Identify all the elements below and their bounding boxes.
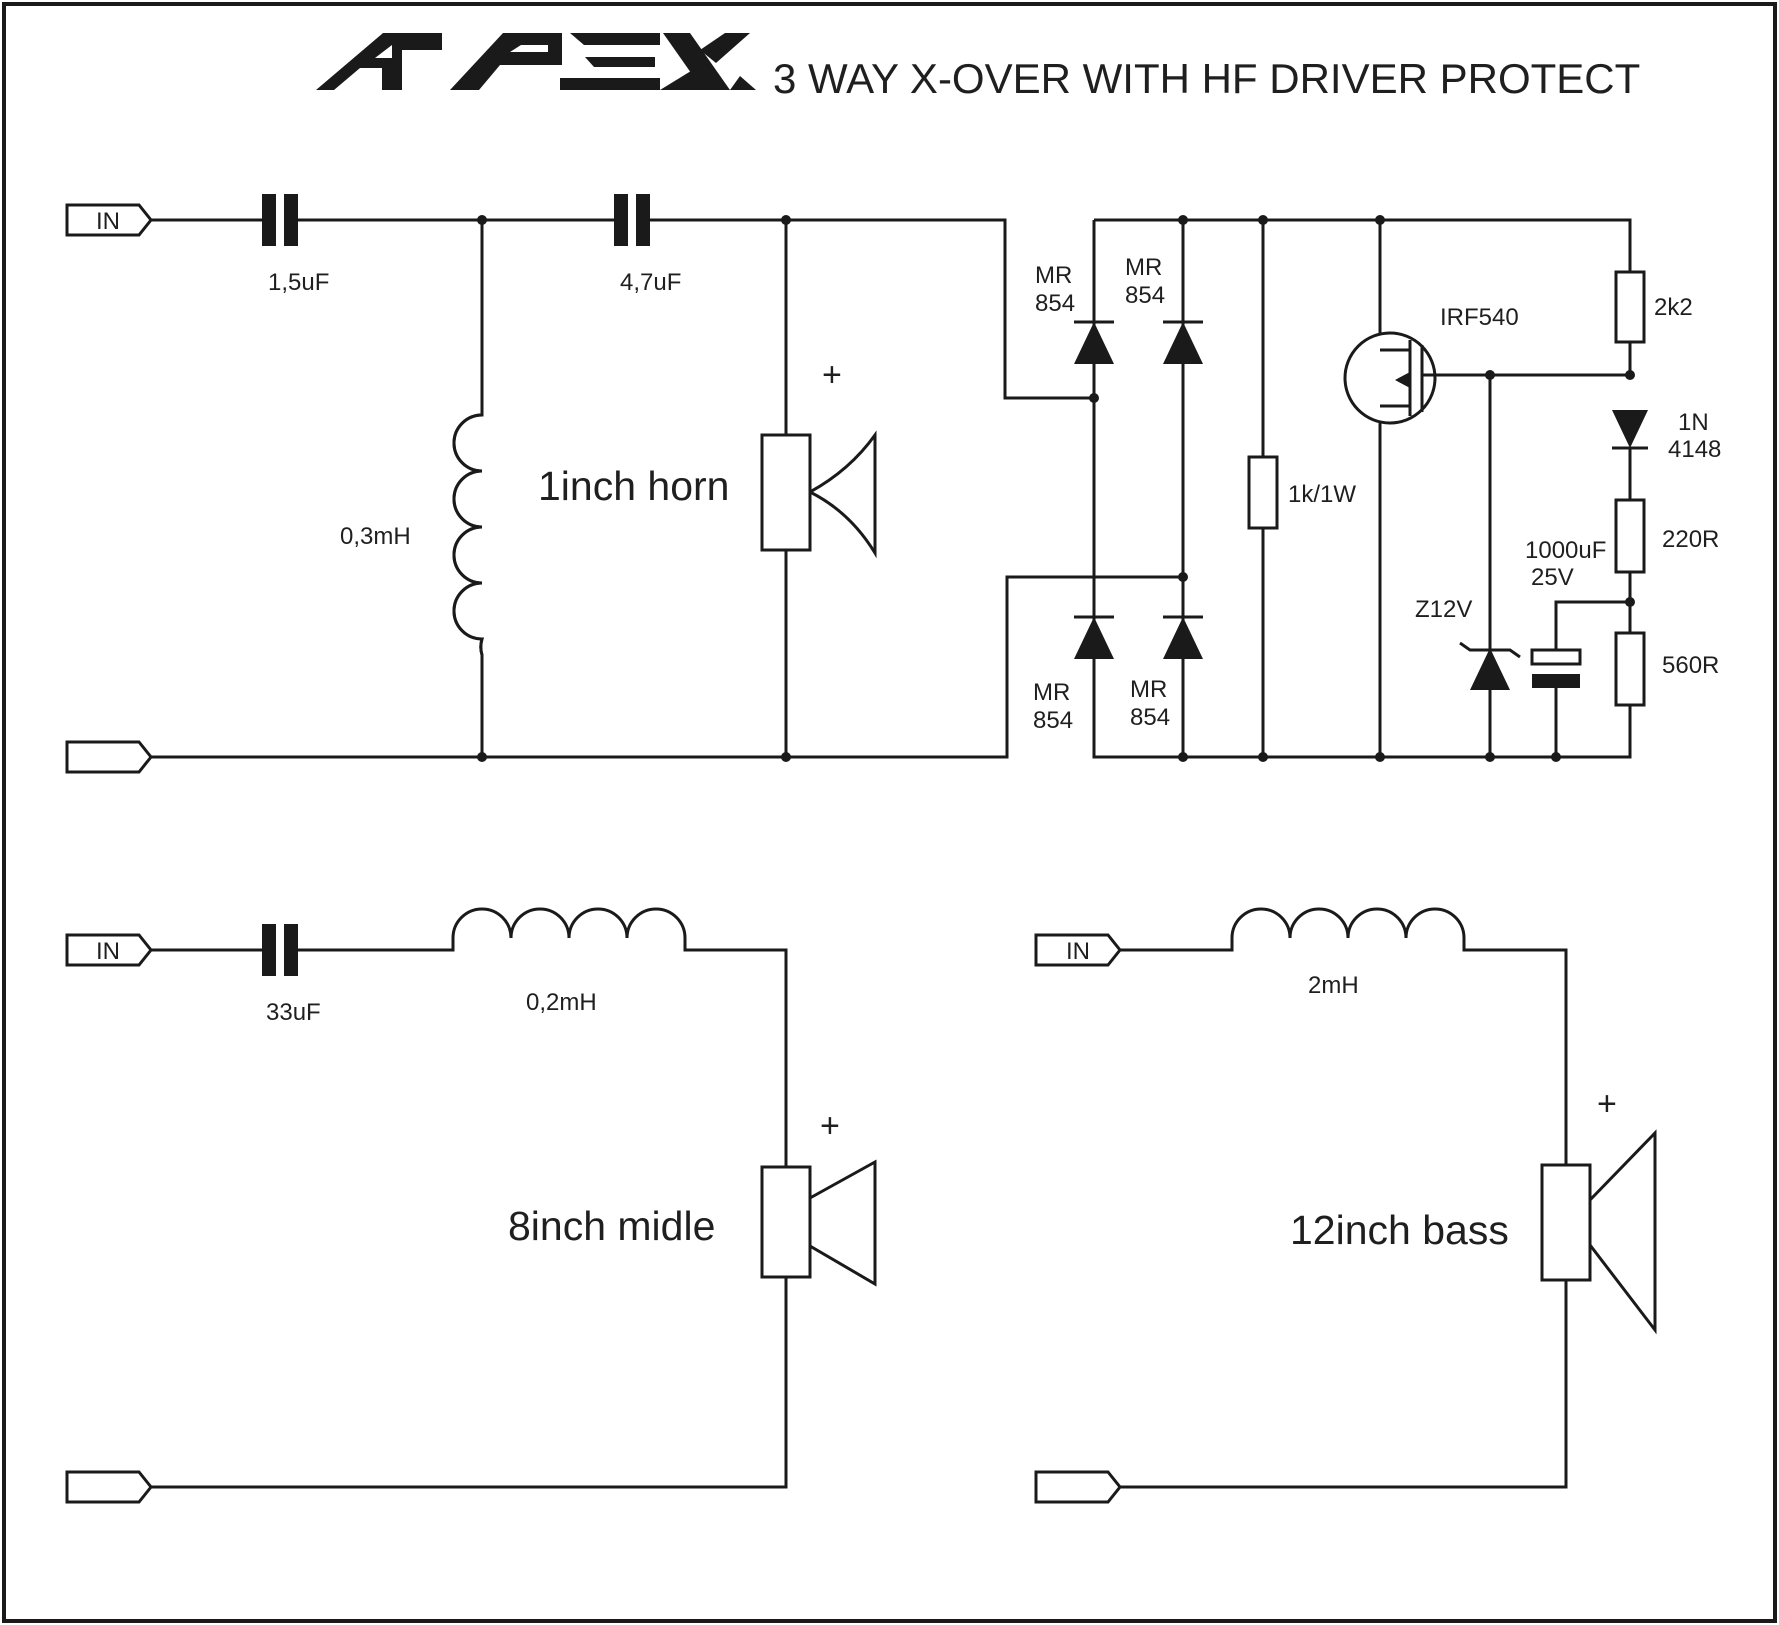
mid-label: 8inch midle [508, 1203, 715, 1249]
d3-label-1: MR [1033, 679, 1070, 706]
resistor-1k [1247, 455, 1279, 530]
horn-polarity: + [822, 356, 842, 394]
hf-in-terminal: IN [65, 203, 153, 237]
d1-label-1: MR [1035, 262, 1072, 289]
r-load-label: 1k/1W [1288, 481, 1356, 508]
d3-label-2: 854 [1033, 707, 1073, 734]
d1-label-2: 854 [1035, 290, 1075, 317]
bass-polarity: + [1597, 1085, 1617, 1123]
resistor-220r [1614, 498, 1646, 574]
zener-diode [1459, 641, 1521, 690]
resistor-560r [1614, 631, 1646, 707]
bass-in-label: IN [1066, 938, 1090, 965]
bass-l1-label: 2mH [1308, 972, 1359, 999]
diode-label-2: 4148 [1668, 436, 1721, 463]
inductor-mid [151, 907, 788, 1489]
r3-label: 560R [1662, 652, 1719, 679]
r2-label: 220R [1662, 526, 1719, 553]
d4-label-1: MR [1130, 676, 1167, 703]
diode-d2 [1163, 320, 1203, 364]
capacitor-c2 [614, 194, 650, 246]
mid-in-terminal: IN [65, 933, 153, 967]
bass-in-terminal: IN [1034, 933, 1122, 967]
bass-return-terminal [1034, 1470, 1122, 1504]
mid-return-terminal [65, 1470, 153, 1504]
diode-d4 [1163, 615, 1203, 659]
r1-label: 2k2 [1654, 294, 1693, 321]
diode-d1 [1074, 320, 1114, 364]
mosfet-label: IRF540 [1440, 304, 1519, 331]
capacitor-c1 [262, 194, 298, 246]
mosfet-icon [1343, 331, 1490, 425]
inductor-bass [1120, 907, 1568, 1489]
horn-speaker-icon [760, 430, 877, 559]
bass-speaker-icon [1540, 1129, 1657, 1335]
bass-label: 12inch bass [1290, 1207, 1509, 1253]
diagram-title: 3 WAY X-OVER WITH HF DRIVER PROTECT [773, 55, 1640, 102]
cap-label-2: 25V [1531, 564, 1574, 591]
cap-label-1: 1000uF [1525, 537, 1606, 564]
c1-label: 1,5uF [268, 269, 329, 296]
horn-label: 1inch horn [538, 463, 729, 509]
c2-label: 4,7uF [620, 269, 681, 296]
d2-label-1: MR [1125, 254, 1162, 281]
hf-in-label: IN [96, 208, 120, 235]
diode-label-1: 1N [1678, 409, 1709, 436]
mid-l1-label: 0,2mH [526, 989, 597, 1016]
capacitor-mid [262, 924, 298, 976]
d2-label-2: 854 [1125, 282, 1165, 309]
hf-return-terminal [65, 740, 153, 774]
d4-label-2: 854 [1130, 704, 1170, 731]
mid-speaker-icon [760, 1159, 877, 1287]
l1-label: 0,3mH [340, 523, 411, 550]
diode-1n4148 [1612, 410, 1648, 450]
apex-logo [316, 33, 756, 90]
diode-d3 [1074, 615, 1114, 659]
electrolytic-capacitor [1530, 648, 1582, 688]
mid-c1-label: 33uF [266, 999, 321, 1026]
mid-in-label: IN [96, 938, 120, 965]
mid-polarity: + [820, 1107, 840, 1145]
resistor-2k2 [1614, 270, 1646, 344]
zener-label: Z12V [1415, 596, 1472, 623]
